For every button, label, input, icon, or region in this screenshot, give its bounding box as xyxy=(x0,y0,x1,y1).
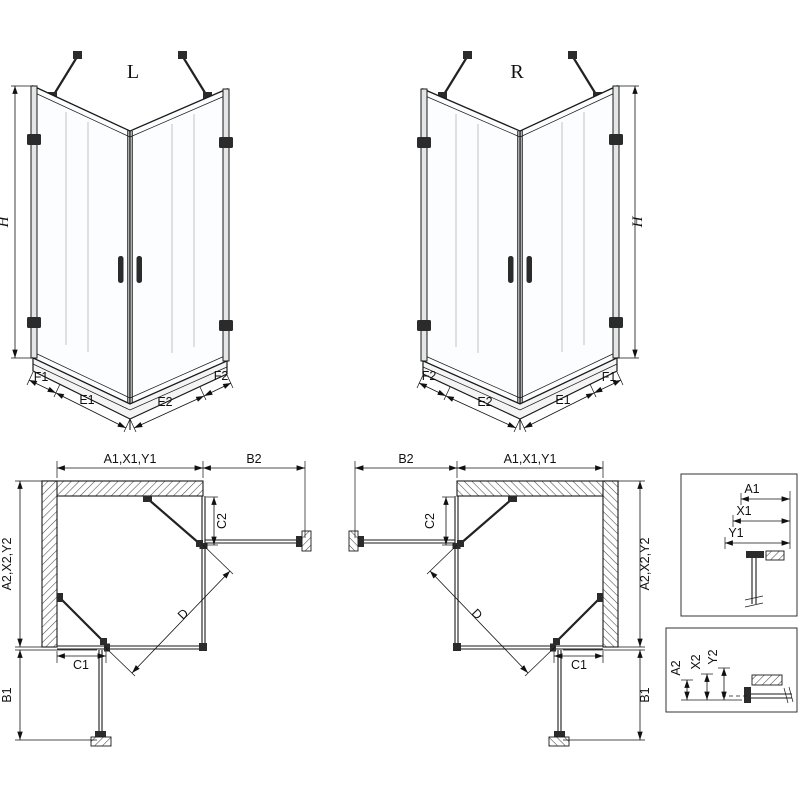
plan-left-a2-label: A2,X2,Y2 xyxy=(0,538,14,591)
detail-panel-top: A1 X1 Y1 xyxy=(680,473,798,617)
detail-a2-label: A2 xyxy=(669,660,683,675)
detail-top-border xyxy=(680,473,798,617)
f2-label-left-view: F2 xyxy=(214,369,229,383)
e2-label-left-view: E2 xyxy=(157,395,172,409)
plan-left-b1-label: B1 xyxy=(0,687,14,702)
detail-bottom-border xyxy=(665,627,798,713)
plan-left-c2-label: C2 xyxy=(215,513,229,529)
plan-view-right: B2 A1,X1,Y1 C2 A2,X2,Y2 C1 B1 D xyxy=(349,452,652,746)
plan-right-b1-label: B1 xyxy=(638,687,652,702)
variant-label-right: R xyxy=(510,61,524,83)
detail-y2-label: Y2 xyxy=(706,649,720,664)
plan-left-top-dim-b2: B2 xyxy=(246,452,261,466)
detail-top-dimensions xyxy=(724,493,790,549)
f1-label-right-view: F1 xyxy=(602,370,617,384)
plan-right-d-label: D xyxy=(469,606,485,622)
plan-left-c1-label: C1 xyxy=(73,658,89,672)
height-dim-label-left: H xyxy=(0,215,12,228)
plan-right-a2-label: A2,X2,Y2 xyxy=(638,538,652,591)
detail-a1-label: A1 xyxy=(744,482,759,496)
e1-label-right-view: E1 xyxy=(555,393,570,407)
f1-label-left-view: F1 xyxy=(34,370,49,384)
detail-bottom-dimensions xyxy=(681,667,730,700)
f2-label-right-view: F2 xyxy=(422,369,437,383)
detail-panel-bottom: A2 X2 Y2 xyxy=(665,627,798,713)
detail-bottom-profile xyxy=(722,674,794,704)
height-dim-label-right: H xyxy=(630,215,646,228)
e2-label-right-view: E2 xyxy=(477,395,492,409)
plan-view-left: A1,X1,Y1 B2 C2 A2,X2,Y2 C1 B1 D xyxy=(0,452,311,746)
variant-label-left: L xyxy=(127,61,139,83)
plan-left-top-dim-a1: A1,X1,Y1 xyxy=(104,452,157,466)
e1-label-left-view: E1 xyxy=(79,393,94,407)
plan-left-d-label: D xyxy=(175,606,191,622)
detail-x1-label: X1 xyxy=(736,504,751,518)
front-view-left: L H F1 E1 E2 F2 xyxy=(0,51,233,432)
front-view-right: R H F2 E2 E1 F1 xyxy=(417,51,646,432)
plan-right-c1-label: C1 xyxy=(571,658,587,672)
plan-right-top-dim-b2: B2 xyxy=(398,452,413,466)
plan-right-c2-label: C2 xyxy=(423,513,437,529)
detail-y1-label: Y1 xyxy=(728,526,743,540)
plan-right-top-dim-a1: A1,X1,Y1 xyxy=(504,452,557,466)
detail-top-profile xyxy=(744,550,785,608)
detail-x2-label: X2 xyxy=(689,654,703,669)
